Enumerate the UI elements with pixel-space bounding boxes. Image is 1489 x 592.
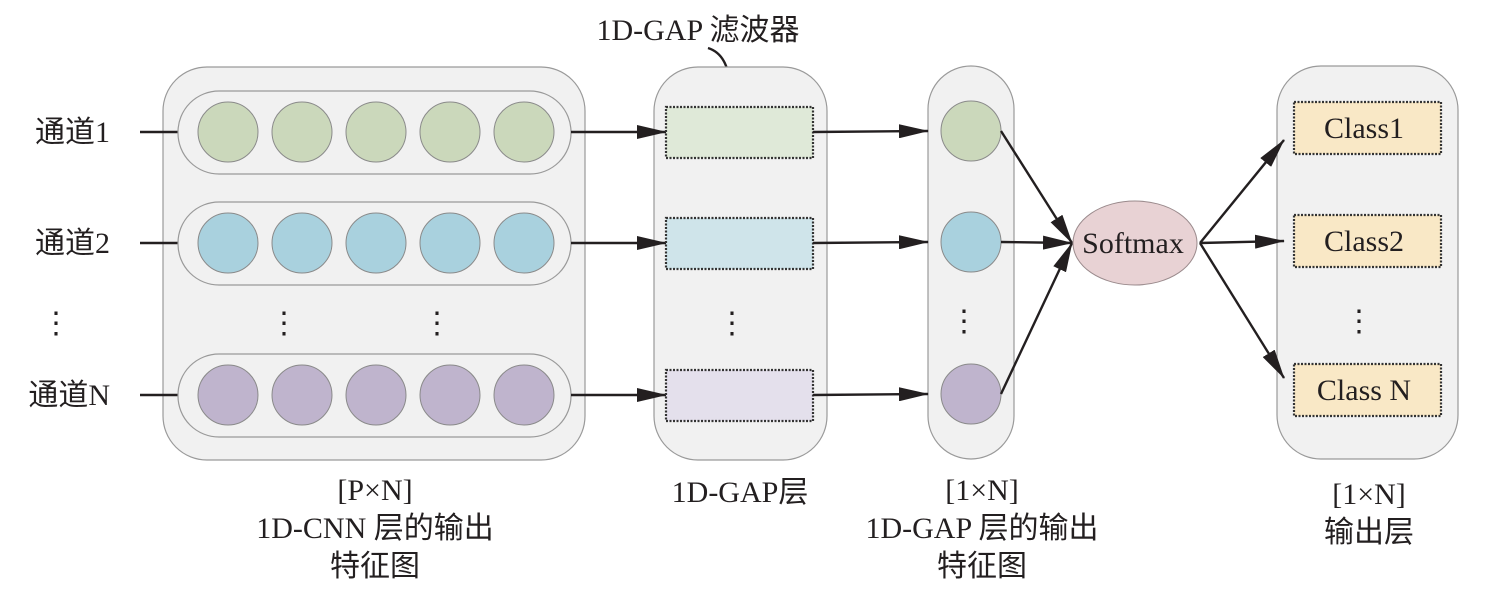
feature-node bbox=[493, 101, 555, 163]
feature-node bbox=[271, 101, 333, 163]
softmax-to-class-arrow bbox=[1198, 242, 1286, 379]
feature-node bbox=[493, 364, 555, 426]
feature-ellipsis-1: ⋮ bbox=[269, 307, 299, 340]
class-box bbox=[1292, 213, 1443, 269]
gap-node-ellipsis: ⋮ bbox=[949, 305, 979, 338]
channel-label: 通道1 bbox=[35, 116, 110, 149]
feature-node bbox=[197, 101, 259, 163]
feature-node bbox=[345, 212, 407, 274]
gap-output-node bbox=[940, 211, 1002, 273]
feature-node bbox=[271, 364, 333, 426]
node-to-softmax-arrow bbox=[1000, 235, 1073, 250]
node-to-softmax-arrow bbox=[999, 130, 1074, 244]
gap-output-node bbox=[940, 100, 1002, 162]
feature-node bbox=[197, 364, 259, 426]
caption-line: 1D-GAP 层的输出 bbox=[865, 512, 1098, 545]
feature-node bbox=[493, 212, 555, 274]
caption-gap-output: [1×N] 1D-GAP 层的输出 特征图 bbox=[865, 474, 1098, 583]
softmax-node bbox=[1072, 200, 1198, 286]
feature-node bbox=[271, 212, 333, 274]
class-label: Class N bbox=[1317, 374, 1411, 407]
filter-to-node-arrow bbox=[812, 235, 929, 250]
filter-ellipsis: ⋮ bbox=[717, 307, 747, 340]
caption-line: 1D-GAP层 bbox=[672, 476, 809, 509]
softmax-label: Softmax bbox=[1082, 227, 1184, 260]
caption-line: 1D-CNN 层的输出 bbox=[256, 512, 494, 545]
gap-filter bbox=[664, 368, 815, 423]
caption-line: [1×N] bbox=[1332, 478, 1406, 511]
caption-line: [P×N] bbox=[337, 474, 412, 507]
caption-output-layer: [1×N] 输出层 bbox=[1324, 478, 1414, 549]
channel-label: 通道2 bbox=[35, 227, 110, 260]
softmax-to-class-arrow bbox=[1199, 234, 1285, 249]
gap-filter bbox=[664, 216, 815, 271]
feature-node bbox=[345, 364, 407, 426]
gap-filter bbox=[664, 105, 815, 160]
class-ellipsis: ⋮ bbox=[1344, 305, 1374, 338]
feature-ellipsis-2: ⋮ bbox=[422, 307, 452, 340]
channel-ellipsis: ⋮ bbox=[41, 307, 71, 340]
caption-line: [1×N] bbox=[945, 474, 1019, 507]
feature-node bbox=[345, 101, 407, 163]
node-to-softmax-arrow bbox=[999, 242, 1074, 395]
channel-label: 通道N bbox=[28, 379, 110, 412]
caption-line: 特征图 bbox=[937, 550, 1027, 583]
gap-output-node bbox=[940, 363, 1002, 425]
feature-node bbox=[419, 364, 481, 426]
class-label: Class1 bbox=[1324, 112, 1404, 145]
filter-label: 1D-GAP 滤波器 bbox=[596, 14, 799, 47]
filter-to-node-arrow bbox=[812, 124, 929, 139]
class-box bbox=[1292, 100, 1443, 156]
class-box bbox=[1292, 362, 1443, 418]
feature-node bbox=[197, 212, 259, 274]
caption-line: 输出层 bbox=[1324, 516, 1414, 549]
feature-node bbox=[419, 212, 481, 274]
caption-cnn-output: [P×N] 1D-CNN 层的输出 特征图 bbox=[256, 474, 494, 583]
class-label: Class2 bbox=[1324, 225, 1404, 258]
softmax-to-class-arrow bbox=[1199, 139, 1285, 244]
feature-node bbox=[419, 101, 481, 163]
caption-line: 特征图 bbox=[330, 550, 420, 583]
filter-to-node-arrow bbox=[812, 387, 929, 402]
caption-gap-layer: 1D-GAP层 bbox=[672, 476, 809, 509]
